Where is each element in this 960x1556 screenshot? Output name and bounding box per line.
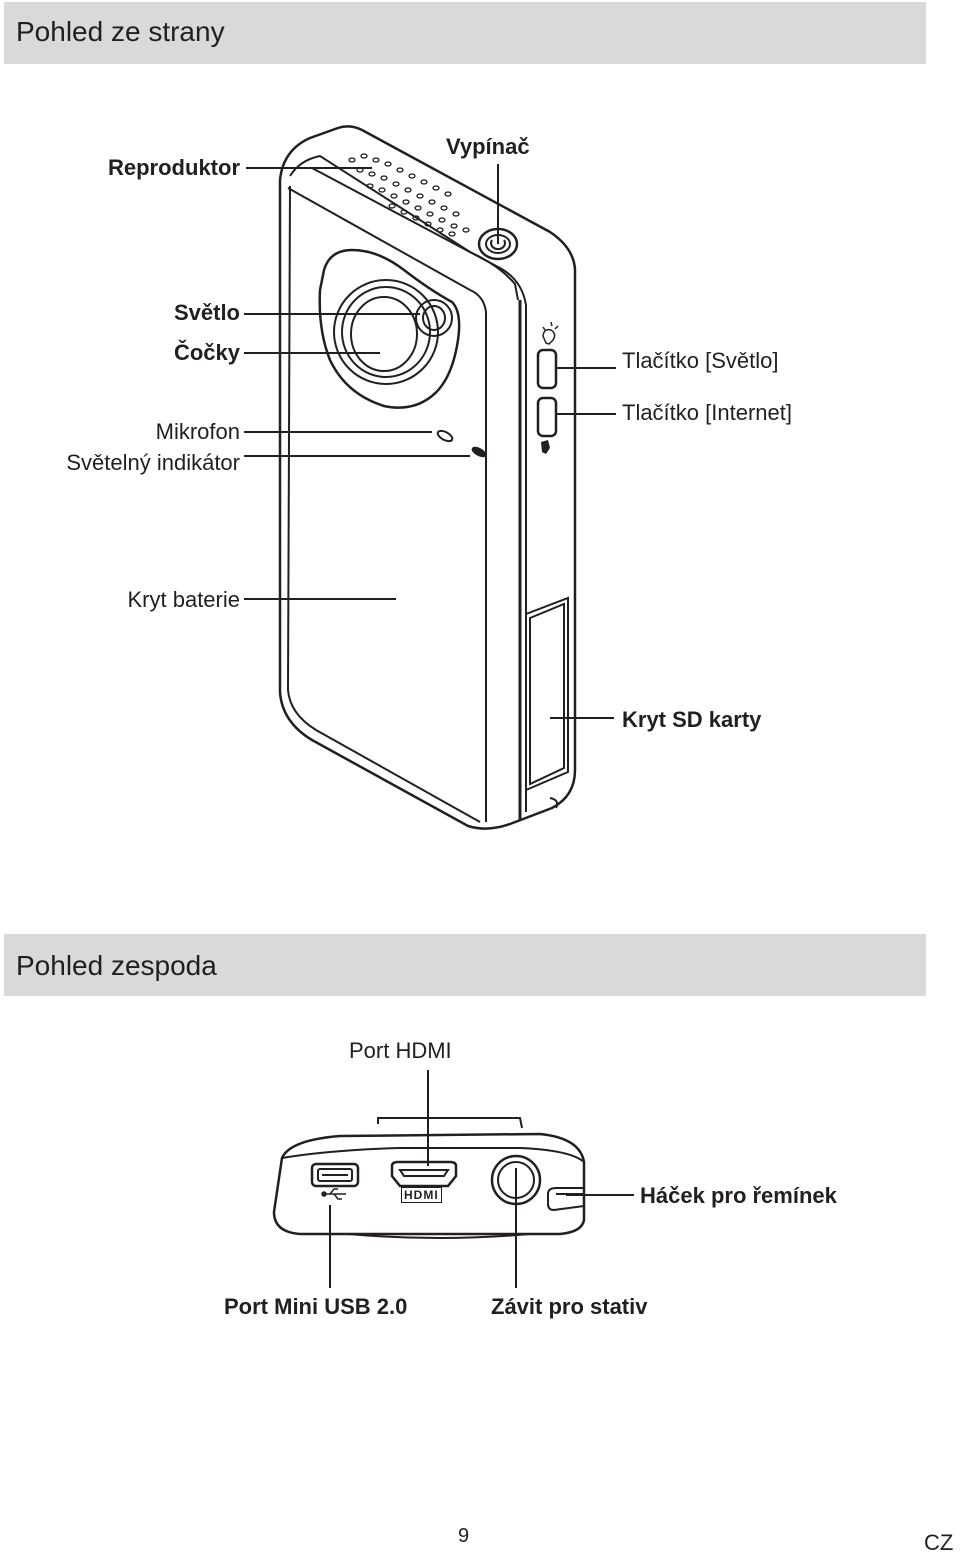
hdmi-logo: HDMI bbox=[401, 1187, 442, 1203]
label-internet-button: Tlačítko [Internet] bbox=[622, 400, 792, 425]
label-tripod: Závit pro stativ bbox=[491, 1294, 648, 1319]
label-microphone: Mikrofon bbox=[155, 419, 240, 444]
side-view-title: Pohled ze strany bbox=[16, 16, 225, 47]
internet-icon bbox=[541, 440, 550, 454]
label-light-button: Tlačítko [Světlo] bbox=[622, 348, 779, 373]
bottom-view-header: Pohled zespoda bbox=[4, 934, 926, 996]
label-indicator: Světelný indikátor bbox=[66, 450, 240, 475]
label-power: Vypínač bbox=[446, 134, 530, 159]
page-number: 9 bbox=[458, 1525, 470, 1547]
label-lens: Čočky bbox=[173, 340, 240, 365]
usb-icon bbox=[321, 1188, 346, 1200]
label-light: Světlo bbox=[173, 300, 240, 325]
label-usb-port: Port Mini USB 2.0 bbox=[224, 1294, 408, 1319]
label-sd-cover: Kryt SD karty bbox=[622, 707, 762, 732]
language-code: CZ bbox=[924, 1530, 954, 1555]
hdmi-port bbox=[390, 1160, 458, 1188]
usb-port bbox=[310, 1162, 360, 1188]
bottom-view-title: Pohled zespoda bbox=[16, 950, 217, 981]
label-battery-cover: Kryt baterie bbox=[127, 587, 241, 612]
bulb-icon bbox=[542, 321, 559, 345]
label-hdmi-port: Port HDMI bbox=[349, 1038, 452, 1063]
camera-side-illustration bbox=[244, 125, 616, 830]
side-view-header: Pohled ze strany bbox=[4, 2, 926, 64]
label-strap-hook: Háček pro řemínek bbox=[640, 1183, 837, 1208]
label-speaker: Reproduktor bbox=[108, 155, 240, 180]
